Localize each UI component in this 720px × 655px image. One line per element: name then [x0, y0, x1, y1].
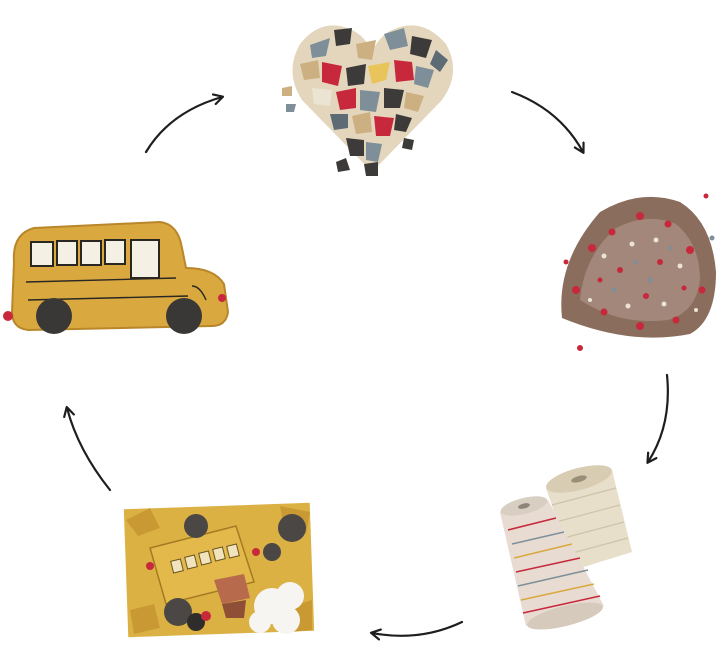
arrow-fiber-to-yarn [648, 373, 669, 462]
cotton-fiber-tuft [249, 582, 304, 634]
cycle-arrows [67, 90, 669, 636]
shredded-fiber-pile-illustration [561, 193, 716, 351]
fabric-materials-illustration [123, 502, 315, 638]
arrow-bus-to-scraps [144, 97, 222, 154]
arrow-scraps-to-fiber [510, 90, 583, 152]
arrow-materials-to-bus [67, 408, 112, 492]
fabric-scraps-heart-illustration [282, 25, 454, 176]
arrow-yarn-to-materials [372, 620, 464, 636]
multicolor-yarn-spool [500, 496, 604, 630]
bus-windows [30, 239, 160, 279]
bus-wheels [36, 298, 202, 334]
plush-school-bus-illustration [3, 220, 230, 334]
yarn-spools-illustration [500, 465, 632, 630]
